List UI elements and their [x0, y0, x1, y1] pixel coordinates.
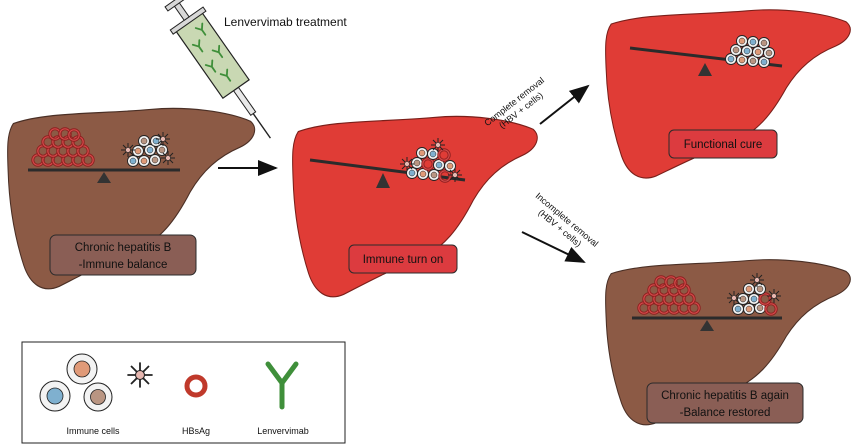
legend-hbsag-label: HBsAg	[182, 426, 210, 436]
arrow-incomplete	[521, 231, 586, 263]
legend-antibody-label: Lenvervimab	[257, 426, 309, 436]
antibody-icon	[265, 361, 299, 410]
treatment-label: Lenvervimab treatment	[224, 15, 347, 29]
turn-on-status-box: Immune turn on	[348, 244, 458, 274]
chronic-line2: -Immune balance	[79, 259, 168, 271]
chronic-status-box: Chronic hepatitis B -Immune balance	[49, 234, 197, 276]
again-line1: Chronic hepatitis B again	[661, 390, 789, 402]
hbsag-icon	[184, 374, 208, 398]
syringe-icon	[164, 0, 271, 139]
arrow-complete	[539, 84, 590, 125]
again-status-box: Chronic hepatitis B again -Balance resto…	[646, 382, 804, 424]
balance-beam-chronic	[28, 168, 180, 183]
incomplete-removal-label: Incomplete removal (HBV + cells)	[534, 191, 601, 249]
again-line2: -Balance restored	[680, 407, 771, 419]
cure-label: Functional cure	[684, 139, 763, 151]
legend-immune-cells-label: Immune cells	[66, 426, 120, 436]
legend: Immune cells HBsAg Lenvervimab	[21, 341, 346, 444]
turn-on-label: Immune turn on	[363, 254, 444, 266]
immune-cells-icon	[39, 353, 154, 412]
balance-beam-again	[632, 316, 782, 331]
cure-status-box: Functional cure	[668, 129, 778, 159]
chronic-line1: Chronic hepatitis B	[75, 242, 172, 254]
